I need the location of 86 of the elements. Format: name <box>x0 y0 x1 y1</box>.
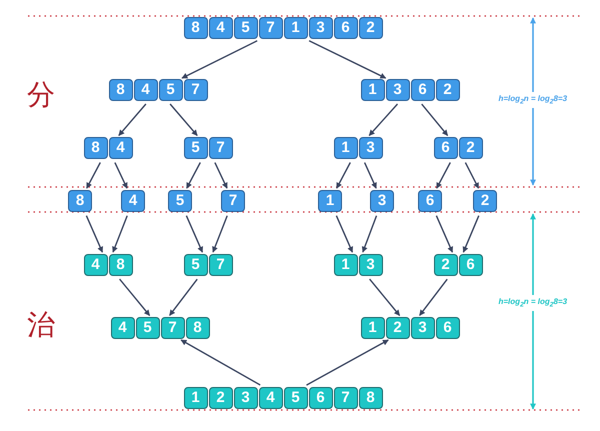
arrow <box>336 215 354 253</box>
number-cell: 3 <box>370 190 394 212</box>
number-cell: 3 <box>358 254 382 276</box>
number-cell: 2 <box>473 190 497 212</box>
number-cell: 2 <box>436 79 460 101</box>
arrow <box>186 162 201 189</box>
arrow <box>169 278 198 316</box>
conquer-character: 治 <box>27 310 55 340</box>
number-cell: 8 <box>186 317 210 339</box>
number-cell: 4 <box>108 137 132 159</box>
number-cell: 4 <box>84 254 108 276</box>
arrow <box>308 40 386 79</box>
number-cell: 6 <box>418 190 442 212</box>
number-cell: 8 <box>108 254 132 276</box>
number-cell: 5 <box>284 387 308 409</box>
arrow <box>119 278 150 316</box>
arrow <box>86 162 101 189</box>
number-cell: 7 <box>258 17 282 39</box>
number-cell: 7 <box>160 317 184 339</box>
number-cell: 7 <box>208 254 232 276</box>
number-cell: 1 <box>334 254 358 276</box>
number-cell: 3 <box>410 317 434 339</box>
number-cell: 6 <box>308 387 332 409</box>
arrow <box>462 215 480 253</box>
number-cell: 3 <box>234 387 258 409</box>
arrow <box>114 162 128 189</box>
number-cell: 8 <box>184 17 208 39</box>
number-cell: 4 <box>134 79 158 101</box>
number-cell: 7 <box>221 190 245 212</box>
number-cell: 2 <box>386 317 410 339</box>
arrow <box>464 162 480 189</box>
number-cell: 8 <box>68 190 92 212</box>
number-cell: 6 <box>334 17 358 39</box>
arrow <box>180 339 261 386</box>
number-cell: 3 <box>386 79 410 101</box>
arrow <box>336 162 351 189</box>
number-cell: 1 <box>318 190 342 212</box>
number-cell: 5 <box>184 137 208 159</box>
arrow <box>118 104 146 136</box>
arrow <box>306 339 389 386</box>
number-cell: 8 <box>358 387 382 409</box>
arrow <box>369 278 400 316</box>
arrow <box>112 215 128 253</box>
number-cell: 3 <box>358 137 382 159</box>
number-cell: 5 <box>168 190 192 212</box>
arrow <box>421 104 448 136</box>
arrow <box>170 104 198 136</box>
arrow <box>436 215 454 253</box>
number-cell: 5 <box>136 317 160 339</box>
arrow <box>181 40 258 79</box>
number-cell: 5 <box>234 17 258 39</box>
number-cell: 4 <box>110 317 134 339</box>
number-cell: 2 <box>358 17 382 39</box>
arrow <box>86 215 104 253</box>
arrow <box>436 162 451 189</box>
number-cell: 8 <box>108 79 132 101</box>
number-cell: 7 <box>208 137 232 159</box>
number-cell: 1 <box>184 387 208 409</box>
number-cell: 2 <box>458 137 482 159</box>
number-cell: 1 <box>284 17 308 39</box>
number-cell: 1 <box>334 137 358 159</box>
number-cell: 2 <box>434 254 458 276</box>
arrow <box>368 104 398 136</box>
number-cell: 1 <box>360 317 384 339</box>
number-cell: 3 <box>308 17 332 39</box>
arrow <box>186 215 204 253</box>
arrow <box>362 215 378 253</box>
number-cell: 5 <box>184 254 208 276</box>
arrow <box>214 162 228 189</box>
number-cell: 6 <box>436 317 460 339</box>
arrow <box>212 215 228 253</box>
number-cell: 4 <box>258 387 282 409</box>
number-cell: 2 <box>208 387 232 409</box>
number-cell: 6 <box>434 137 458 159</box>
number-cell: 7 <box>184 79 208 101</box>
number-cell: 7 <box>334 387 358 409</box>
number-cell: 1 <box>360 79 384 101</box>
number-cell: 6 <box>458 254 482 276</box>
arrow <box>364 162 377 189</box>
number-cell: 6 <box>410 79 434 101</box>
arrow <box>419 278 448 316</box>
divide-character: 分 <box>27 80 55 110</box>
number-cell: 4 <box>208 17 232 39</box>
number-cell: 4 <box>121 190 145 212</box>
number-cell: 8 <box>84 137 108 159</box>
number-cell: 5 <box>158 79 182 101</box>
